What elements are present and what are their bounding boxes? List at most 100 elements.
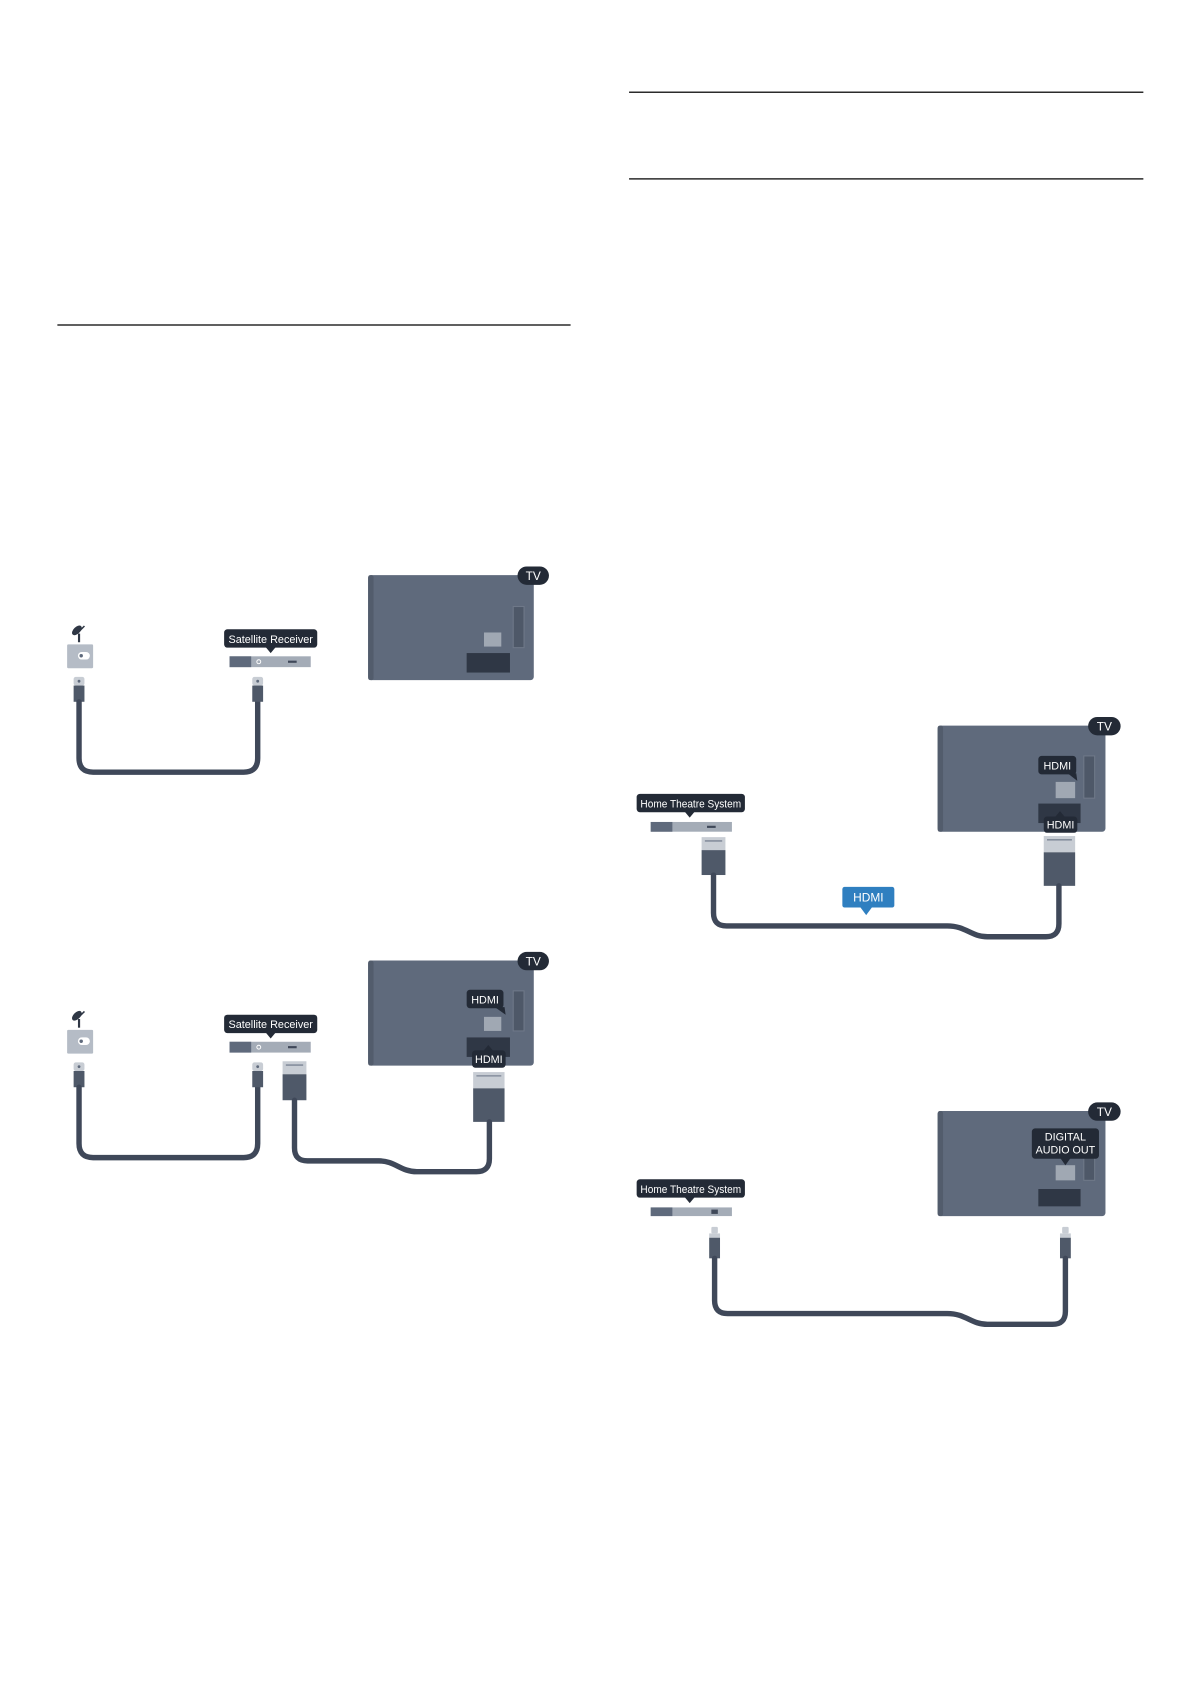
device-label: Home Theatre System — [640, 798, 741, 810]
antenna-socket — [67, 625, 94, 669]
plug-body — [73, 1070, 85, 1088]
tv-edge — [368, 960, 374, 1066]
hts-front — [650, 1207, 673, 1217]
tv-port-label-bubble — [1038, 755, 1077, 775]
tv-port — [1055, 781, 1076, 799]
plug-body — [252, 1070, 264, 1088]
device-label: Satellite Receiver — [228, 1019, 313, 1031]
tv-connector-label: HDMI — [475, 1054, 503, 1066]
hts-body — [650, 821, 732, 832]
tv-connector-panel — [466, 653, 510, 673]
plug-body — [73, 685, 85, 702]
plug-body — [709, 1237, 721, 1259]
plug-body — [1043, 852, 1076, 886]
tv-port-label: HDMI — [471, 994, 499, 1006]
tv-connector-label-bubble — [472, 1050, 506, 1068]
tv: HDMI HDMI TV — [368, 951, 549, 1068]
tv-port-label-line-2: AUDIO OUT — [1036, 1144, 1096, 1156]
hts-port — [711, 1209, 718, 1214]
tv-badge-label: TV — [526, 569, 541, 583]
receiver-coax-plug — [252, 676, 264, 702]
tv-hdmi-plug — [1043, 836, 1076, 886]
antenna-cable — [76, 1084, 261, 1161]
diagram-home-theatre-hdmi: HDMI HDMI TV Home Theatre System — [636, 716, 1121, 940]
tv-optical-plug — [1059, 1226, 1071, 1259]
plug-body — [701, 850, 726, 876]
satellite-dish-icon — [72, 625, 85, 643]
tv-port-label-bubble — [466, 989, 504, 1009]
device-label: Home Theatre System — [640, 1184, 741, 1196]
device-label: Satellite Receiver — [228, 634, 313, 646]
tv-badge — [517, 566, 549, 585]
plug-body — [473, 1088, 505, 1122]
tv-port — [483, 632, 502, 647]
hdmi-cable-label-text: HDMI — [853, 891, 883, 905]
device-label-bubble — [636, 793, 745, 813]
tv-side-panel — [512, 990, 525, 1032]
tv-port-label-bubble — [1031, 1128, 1099, 1159]
tv-connector-panel — [1038, 1189, 1081, 1207]
socket-jack — [77, 651, 90, 660]
tv-side-panel — [512, 605, 525, 649]
diagram-satellite-antenna: TV Satellite Receiver — [67, 566, 549, 775]
hts-hdmi-plug — [701, 837, 726, 876]
plug-cap — [282, 1061, 307, 1075]
home-theatre-system: Home Theatre System — [636, 793, 745, 832]
tv-connector-label: HDMI — [1047, 819, 1075, 831]
tv: HDMI HDMI TV — [937, 716, 1121, 833]
plug-body — [252, 685, 264, 702]
antenna-coax-plug — [73, 676, 85, 702]
socket-jack — [77, 1037, 90, 1046]
hdmi-cable — [291, 1097, 493, 1175]
receiver-hdmi-plug — [282, 1061, 307, 1101]
receiver-antenna-in — [256, 1044, 262, 1050]
tv: DIGITAL AUDIO OUT TV — [937, 1102, 1121, 1217]
plug-collar — [1059, 1233, 1071, 1238]
tv: TV — [368, 566, 549, 681]
digital-audio-cable — [711, 1255, 1069, 1328]
hts-body — [650, 1207, 732, 1217]
tv-badge — [517, 951, 549, 971]
antenna-cable — [76, 699, 261, 775]
satellite-receiver: Satellite Receiver — [224, 1014, 318, 1053]
tv-hdmi-plug — [473, 1072, 505, 1122]
device-label-bubble — [224, 1014, 318, 1034]
plug-cap — [1062, 1226, 1069, 1234]
plug-cap — [1043, 836, 1076, 853]
receiver-coax-plug — [252, 1062, 264, 1088]
diagram-home-theatre-digital-audio: DIGITAL AUDIO OUT TV Home Theatre System — [636, 1102, 1121, 1328]
tv-edge — [937, 1111, 944, 1217]
antenna-coax-plug — [73, 1062, 85, 1088]
tv-badge — [1088, 716, 1121, 736]
receiver-antenna-in — [256, 659, 262, 665]
receiver-front — [229, 656, 252, 668]
tv-edge — [937, 725, 944, 832]
plug-cap — [473, 1072, 505, 1089]
tv-port-label: HDMI — [1043, 760, 1071, 772]
home-theatre-system: Home Theatre System — [636, 1179, 745, 1217]
receiver-body — [229, 656, 311, 668]
hdmi-cable-label-bubble — [842, 886, 895, 908]
tv-connector-label-bubble — [1043, 816, 1078, 833]
plug-collar — [709, 1233, 721, 1238]
antenna-socket — [67, 1010, 94, 1054]
plug-cap — [711, 1226, 718, 1234]
hts-optical-plug — [709, 1226, 721, 1259]
device-label-bubble — [224, 629, 318, 648]
plug-body — [282, 1074, 307, 1101]
socket-jack-pin — [79, 654, 83, 658]
diagram-satellite-hdmi: HDMI HDMI TV Satellite Receiv — [67, 951, 549, 1175]
hdmi-cable-label: HDMI — [842, 886, 895, 916]
tv-side-panel — [1083, 755, 1096, 799]
satellite-dish-icon — [72, 1010, 85, 1028]
tv-port-label-line-1: DIGITAL — [1045, 1131, 1086, 1143]
hdmi-cable — [710, 872, 1062, 940]
tv-badge-label: TV — [1097, 719, 1112, 733]
tv-badge-label: TV — [526, 954, 541, 968]
device-label-bubble — [636, 1179, 745, 1198]
tv-port — [1055, 1165, 1076, 1181]
socket-jack-pin — [79, 1039, 83, 1043]
hts-front — [650, 821, 673, 832]
